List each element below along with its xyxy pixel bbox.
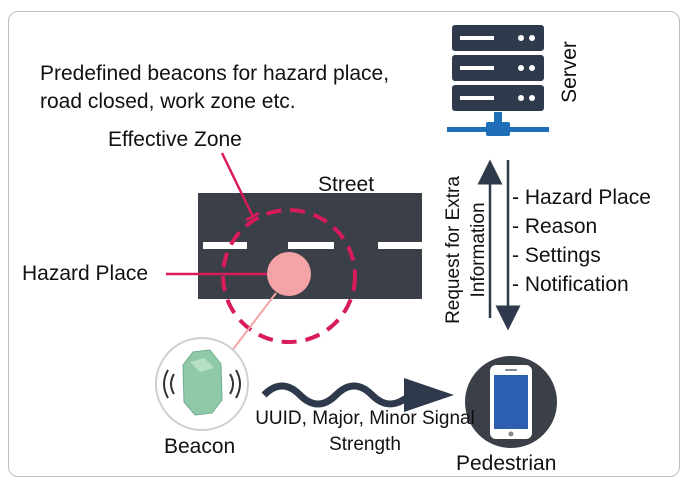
signal-arrow-head xyxy=(404,378,454,412)
street-label: Street xyxy=(318,173,375,196)
extra-info-list: - Hazard Place - Reason - Settings - Not… xyxy=(512,183,651,299)
lane-markings xyxy=(203,242,422,249)
server-label: Server xyxy=(558,41,581,103)
hazard-place-circle xyxy=(267,252,311,296)
info-item-hazard-place: - Hazard Place xyxy=(512,186,651,209)
info-item-settings: - Settings xyxy=(512,244,601,267)
pedestrian-label: Pedestrian xyxy=(456,452,557,475)
signal-arrow xyxy=(261,382,413,408)
effective-zone-leader xyxy=(220,152,255,218)
server-label-box: Server xyxy=(555,22,585,122)
request-label: Request for Extra Information xyxy=(443,176,489,324)
effective-zone-label: Effective Zone xyxy=(108,128,242,151)
signal-label: UUID, Major, Minor Signal Strength xyxy=(255,408,475,455)
diagram-frame xyxy=(8,11,680,477)
info-item-notification: - Notification xyxy=(512,273,629,296)
info-item-reason: - Reason xyxy=(512,215,598,238)
beacon-icon xyxy=(155,337,249,431)
beacon-hazard-link xyxy=(230,292,277,353)
server-icon xyxy=(447,25,549,136)
hazard-place-label: Hazard Place xyxy=(22,262,149,285)
request-label-box: Request for Extra Information xyxy=(438,160,494,340)
intro-text: Predefined beacons for hazard place, roa… xyxy=(40,62,390,113)
smartphone-icon xyxy=(465,356,557,448)
beacon-label: Beacon xyxy=(164,435,236,458)
effective-zone-leader-tick xyxy=(245,211,260,222)
effective-zone-circle xyxy=(221,208,357,344)
